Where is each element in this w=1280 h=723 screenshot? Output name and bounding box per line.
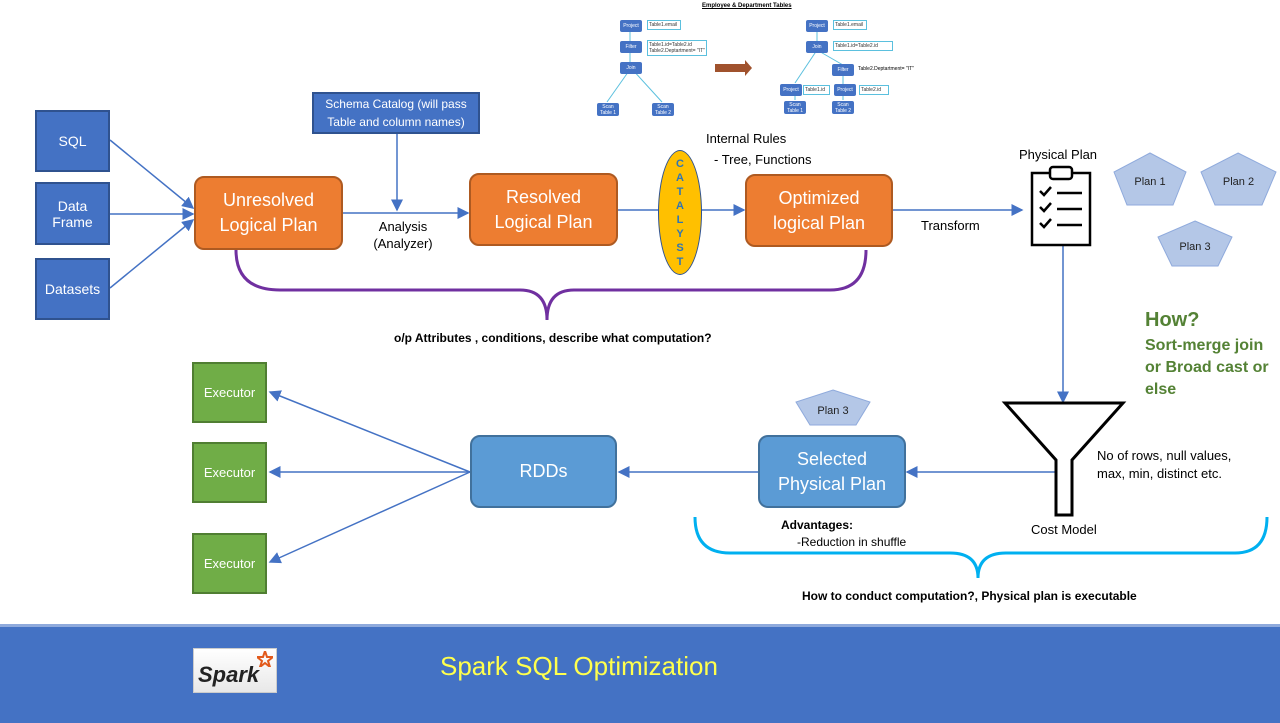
mini-r-filter: Filter [832,64,854,76]
footer-title: Spark SQL Optimization [440,651,718,681]
clipboard-icon [1030,165,1092,247]
executor-3: Executor [192,533,267,594]
mini-r-scan2: Scan Table 2 [832,101,854,114]
plan-1-label: Plan 1 [1134,176,1166,188]
input-datasets: Datasets [35,258,110,320]
selected-plan-pentagon: Plan 3 [795,389,871,426]
mini-r-project: Project [806,20,828,32]
resolved-logical-plan: Resolved Logical Plan [469,173,618,246]
optimized-logical-plan: Optimized logical Plan [745,174,893,247]
schema-catalog: Schema Catalog (will pass Table and colu… [312,92,480,134]
mini-filter-note: Table1.id=Table2.id Table2.Deptartment= … [647,40,707,56]
mini-arrow-icon [715,60,752,76]
selected-physical-plan: Selected Physical Plan [758,435,906,508]
physical-plan-label: Physical Plan [1019,147,1098,162]
mini-filter: Filter [620,41,642,53]
executor-1: Executor [192,362,267,423]
mini-r-filter-note: Table2.Deptartment= "IT" [858,66,914,72]
unresolved-logical-plan: Unresolved Logical Plan [194,176,343,250]
bottom-brace [693,516,1269,579]
spark-logo: Spark [193,648,277,693]
plan-3-pentagon: Plan 3 [1157,220,1233,267]
mini-r-project-note: Table1.email [833,20,867,30]
mini-scan2: Scan Table 2 [652,103,674,116]
how-title: How? [1145,309,1200,331]
mini-join: Join [620,62,642,74]
advantages-item: -Reduction in shuffle [797,535,907,549]
mini-r-project1: Project [780,84,802,96]
mini-r-join-note: Table1.id=Table2.id [833,41,893,51]
physical-note: How to conduct computation?, Physical pl… [802,589,1137,603]
selected-plan-pentagon-label: Plan 3 [817,404,849,417]
input-dataframe: Data Frame [35,182,110,245]
star-icon [257,651,273,667]
spark-logo-text: Spark [198,661,260,687]
top-brace [234,249,868,321]
output-note: o/p Attributes , conditions, describe wh… [394,331,712,345]
analysis-label: Analysis (Analyzer) [373,219,433,251]
input-sql: SQL [35,110,110,172]
tree-functions-label: - Tree, Functions [714,152,812,167]
mini-scan1: Scan Table 1 [597,103,619,116]
mini-r-scan1: Scan Table 1 [784,101,806,114]
advantages-title: Advantages: [781,518,854,532]
rdds: RDDs [470,435,617,508]
mini-r-project1-note: Table1.id [803,85,830,95]
mini-diagram-title: Employee & Department Tables [702,3,792,9]
plan-3-label: Plan 3 [1179,240,1211,253]
mini-r-project2: Project [834,84,856,96]
mini-project: Project [620,20,642,32]
mini-project-note: Table1.email [647,20,681,30]
cost-stats: No of rows, null values, max, min, disti… [1097,448,1232,481]
funnel-icon [1001,401,1127,517]
transform-label: Transform [921,218,980,233]
plan-1-pentagon: Plan 1 [1113,152,1187,206]
how-text: Sort-merge join or Broad cast or else [1145,337,1269,398]
plan-2-label: Plan 2 [1222,176,1255,188]
internal-rules-label: Internal Rules [706,131,787,146]
cost-model-label: Cost Model [1031,522,1097,537]
catalyst-optimizer: CATALYST [658,150,702,275]
plan-2-pentagon: Plan 2 [1200,152,1277,206]
executor-2: Executor [192,442,267,503]
mini-r-join: Join [806,41,828,53]
mini-r-project2-note: Table2.id [859,85,889,95]
